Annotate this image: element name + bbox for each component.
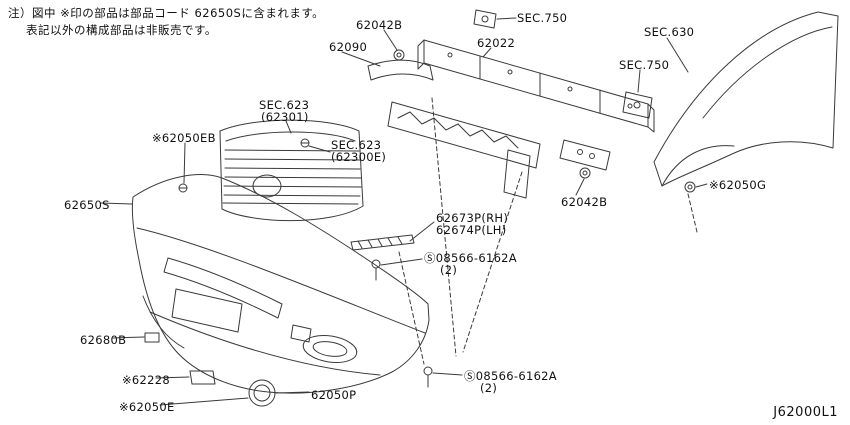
section-label-sec623-2: SEC.623 (331, 138, 382, 152)
front-bumper-drawing (131, 174, 430, 394)
part-label-62228: ※62228 (122, 373, 171, 387)
part-label-62090: 62090 (329, 40, 368, 54)
section-label-sec750-mid: SEC.750 (619, 58, 670, 72)
section-label-sec630: SEC.630 (644, 25, 695, 39)
part-label-62050p: 62050P (311, 388, 357, 402)
part-label-screw2-qty: (2) (480, 381, 498, 395)
fender-drawing (653, 11, 839, 187)
section-label-sec623-1-code: (62301) (261, 110, 309, 124)
part-label-62650s: 62650S (64, 198, 110, 212)
part-label-62050e: ※62050E (119, 400, 175, 414)
energy-absorber-drawing (367, 59, 541, 199)
bracket-drawings (473, 9, 653, 119)
part-label-screw2: Ⓢ08566-6162A (464, 369, 557, 383)
part-label-62042b-mid: 62042B (561, 195, 608, 209)
part-label-62680b: 62680B (80, 333, 127, 347)
part-label-62050g: ※62050G (709, 178, 767, 192)
part-label-62050eb: ※62050EB (152, 131, 216, 145)
part-label-62022: 62022 (477, 36, 516, 50)
section-label-sec623-1: SEC.623 (259, 98, 310, 112)
section-label-sec750-top: SEC.750 (517, 11, 568, 25)
part-label-62673p: 62673P(RH) (436, 211, 509, 225)
diagram-code: J62000L1 (773, 405, 838, 420)
construction-lines (398, 97, 698, 365)
section-label-sec623-2-code: (62300E) (331, 150, 387, 164)
note-line-2: 表記以外の構成部品は非販売です。 (26, 23, 217, 37)
note-block: 注）図中 ※印の部品は部品コード 62650Sに含まれます。 表記以外の構成部品… (8, 5, 324, 39)
part-label-62042b-top: 62042B (356, 18, 403, 32)
reinforcement-bar-drawing (417, 39, 655, 171)
fastener-drawings (144, 49, 696, 407)
leader-lines (100, 17, 708, 406)
finisher-strip-drawing (350, 234, 415, 251)
note-line-1: 注）図中 ※印の部品は部品コード 62650Sに含まれます。 (8, 6, 325, 20)
part-label-62674p: 62674P(LH) (436, 223, 507, 237)
part-label-screw1-qty: (2) (440, 263, 458, 277)
part-label-screw1: Ⓢ08566-6162A (424, 251, 517, 265)
grille-drawing (219, 119, 364, 222)
